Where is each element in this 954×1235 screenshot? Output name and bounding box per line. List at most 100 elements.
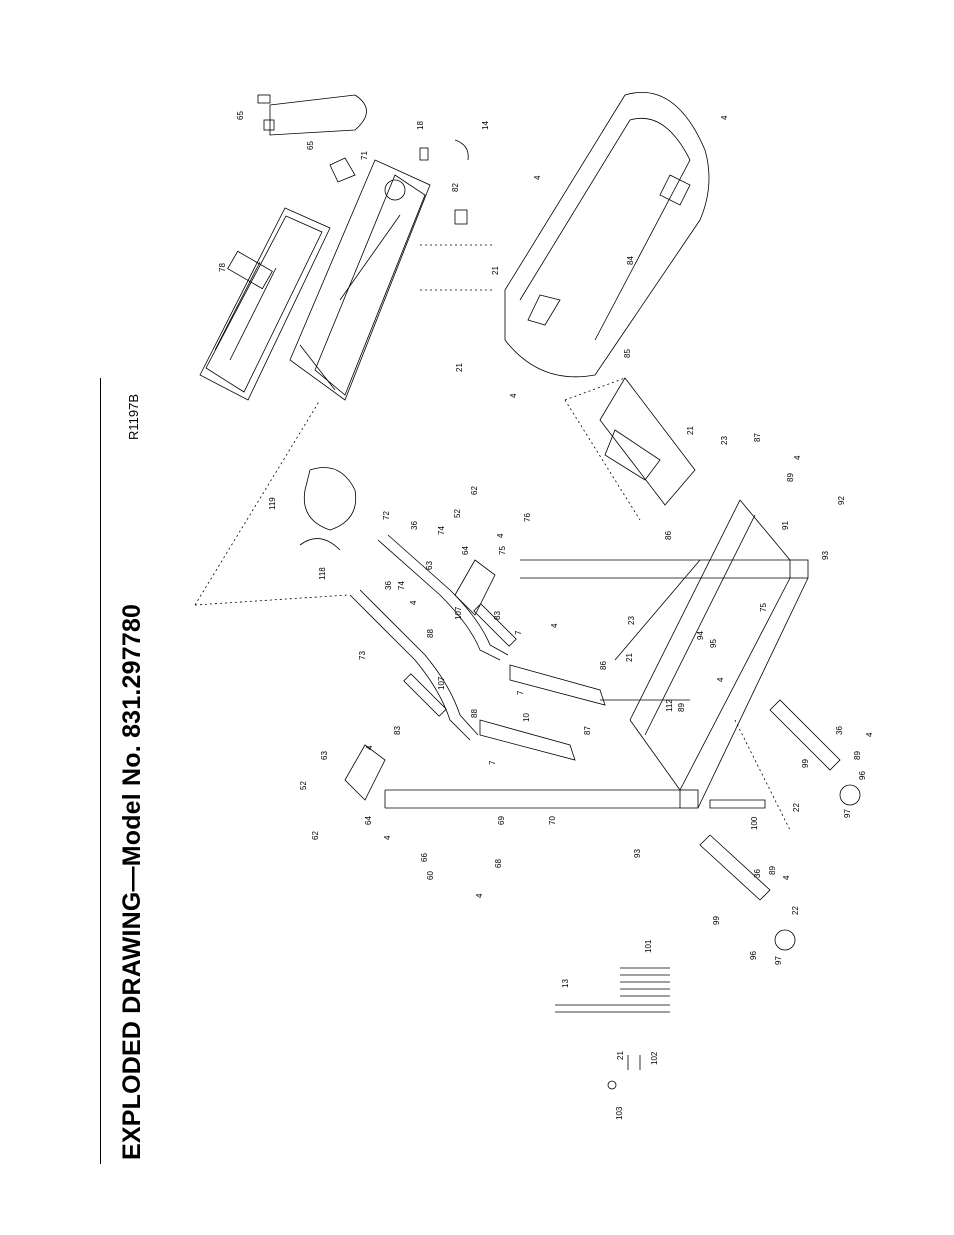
svg-text:62: 62 — [311, 831, 320, 840]
svg-text:65: 65 — [236, 111, 245, 120]
svg-text:52: 52 — [453, 509, 462, 518]
svg-text:63: 63 — [425, 561, 434, 570]
svg-text:82: 82 — [451, 183, 460, 192]
shock-100 — [709, 799, 766, 809]
arm-cover-64-right — [454, 559, 496, 616]
svg-text:4: 4 — [716, 677, 725, 682]
svg-text:107: 107 — [454, 606, 463, 620]
svg-text:7: 7 — [516, 690, 525, 695]
svg-text:103: 103 — [615, 1106, 624, 1120]
svg-text:22: 22 — [791, 906, 800, 915]
svg-text:65: 65 — [306, 141, 315, 150]
svg-text:71: 71 — [360, 151, 369, 160]
pulse-grip-118 — [303, 467, 357, 531]
svg-text:87: 87 — [583, 726, 592, 735]
svg-text:68: 68 — [494, 859, 503, 868]
svg-text:91: 91 — [781, 521, 790, 530]
svg-text:74: 74 — [397, 581, 406, 590]
hood-panel — [599, 377, 696, 506]
plate-65 — [263, 119, 275, 131]
svg-text:18: 18 — [416, 121, 425, 130]
wheel-97-front — [774, 929, 796, 951]
bracket-71 — [329, 157, 356, 183]
svg-text:21: 21 — [686, 426, 695, 435]
svg-text:76: 76 — [523, 513, 532, 522]
svg-text:36: 36 — [835, 726, 844, 735]
key-103 — [607, 1080, 617, 1090]
svg-text:4: 4 — [533, 175, 542, 180]
callout-labels: 4 4 4 14 18 65 65 71 82 78 21 21 84 85 x… — [218, 111, 874, 1120]
svg-text:4: 4 — [793, 455, 802, 460]
base-frame — [600, 499, 809, 809]
svg-text:101: 101 — [644, 939, 653, 953]
overlay-65 — [269, 94, 367, 136]
upright-70 — [384, 789, 699, 809]
svg-text:85: 85 — [623, 349, 632, 358]
part-18 — [419, 147, 429, 161]
svg-text:14: 14 — [481, 121, 490, 130]
svg-text:21: 21 — [491, 266, 500, 275]
svg-text:72: 72 — [382, 511, 391, 520]
svg-text:92: 92 — [837, 496, 846, 505]
svg-text:94: 94 — [696, 631, 705, 640]
svg-text:96: 96 — [749, 951, 758, 960]
part-bracket — [454, 209, 468, 225]
pulse-wire-119 — [299, 538, 341, 551]
svg-text:89: 89 — [786, 473, 795, 482]
hood-panel-cutout — [604, 429, 661, 481]
svg-text:36: 36 — [753, 869, 762, 878]
handrail-72 — [377, 534, 509, 661]
arm-cover-64-left — [344, 744, 386, 801]
svg-text:60: 60 — [426, 871, 435, 880]
svg-text:4: 4 — [782, 875, 791, 880]
svg-text:88: 88 — [426, 629, 435, 638]
svg-text:21: 21 — [455, 363, 464, 372]
svg-text:22: 22 — [792, 803, 801, 812]
extension-leg-99-rear — [769, 699, 841, 771]
svg-text:66: 66 — [420, 853, 429, 862]
extension-leg-99-front — [699, 834, 771, 901]
svg-text:96: 96 — [858, 771, 867, 780]
svg-text:86: 86 — [599, 661, 608, 670]
svg-text:75: 75 — [759, 603, 768, 612]
svg-text:86: 86 — [664, 531, 673, 540]
svg-text:89: 89 — [677, 703, 686, 712]
grip-83-left — [403, 673, 447, 717]
svg-text:93: 93 — [821, 551, 830, 560]
svg-text:75: 75 — [498, 546, 507, 555]
svg-text:95: 95 — [709, 639, 718, 648]
svg-text:4: 4 — [509, 393, 518, 398]
svg-text:119: 119 — [268, 497, 277, 510]
svg-text:97: 97 — [774, 956, 783, 965]
svg-text:93: 93 — [633, 849, 642, 858]
svg-text:13: 13 — [561, 979, 570, 988]
svg-text:112: 112 — [665, 699, 674, 712]
svg-text:69: 69 — [497, 816, 506, 825]
handrail-73 — [349, 589, 479, 741]
svg-text:4: 4 — [720, 115, 729, 120]
console-base — [289, 159, 431, 401]
handrail-tube-10-left — [479, 719, 576, 761]
svg-text:7: 7 — [514, 630, 523, 635]
svg-text:118: 118 — [318, 567, 327, 580]
svg-text:21: 21 — [625, 653, 634, 662]
svg-text:99: 99 — [801, 759, 810, 768]
svg-text:4: 4 — [383, 835, 392, 840]
grip-83-right — [473, 603, 517, 647]
wire-harness — [454, 139, 469, 161]
wheel-97-rear — [839, 784, 861, 806]
svg-text:4: 4 — [365, 745, 374, 750]
svg-text:10: 10 — [522, 713, 531, 722]
assembly-guides — [194, 244, 791, 831]
svg-text:84: 84 — [626, 256, 635, 265]
svg-text:87: 87 — [753, 433, 762, 442]
svg-text:89: 89 — [853, 751, 862, 760]
svg-text:21: 21 — [616, 1051, 625, 1060]
handrail-tube-10-right — [509, 664, 606, 706]
svg-text:73: 73 — [358, 651, 367, 660]
svg-text:23: 23 — [720, 436, 729, 445]
svg-text:64: 64 — [461, 546, 470, 555]
svg-text:7: 7 — [488, 760, 497, 765]
svg-text:74: 74 — [437, 526, 446, 535]
